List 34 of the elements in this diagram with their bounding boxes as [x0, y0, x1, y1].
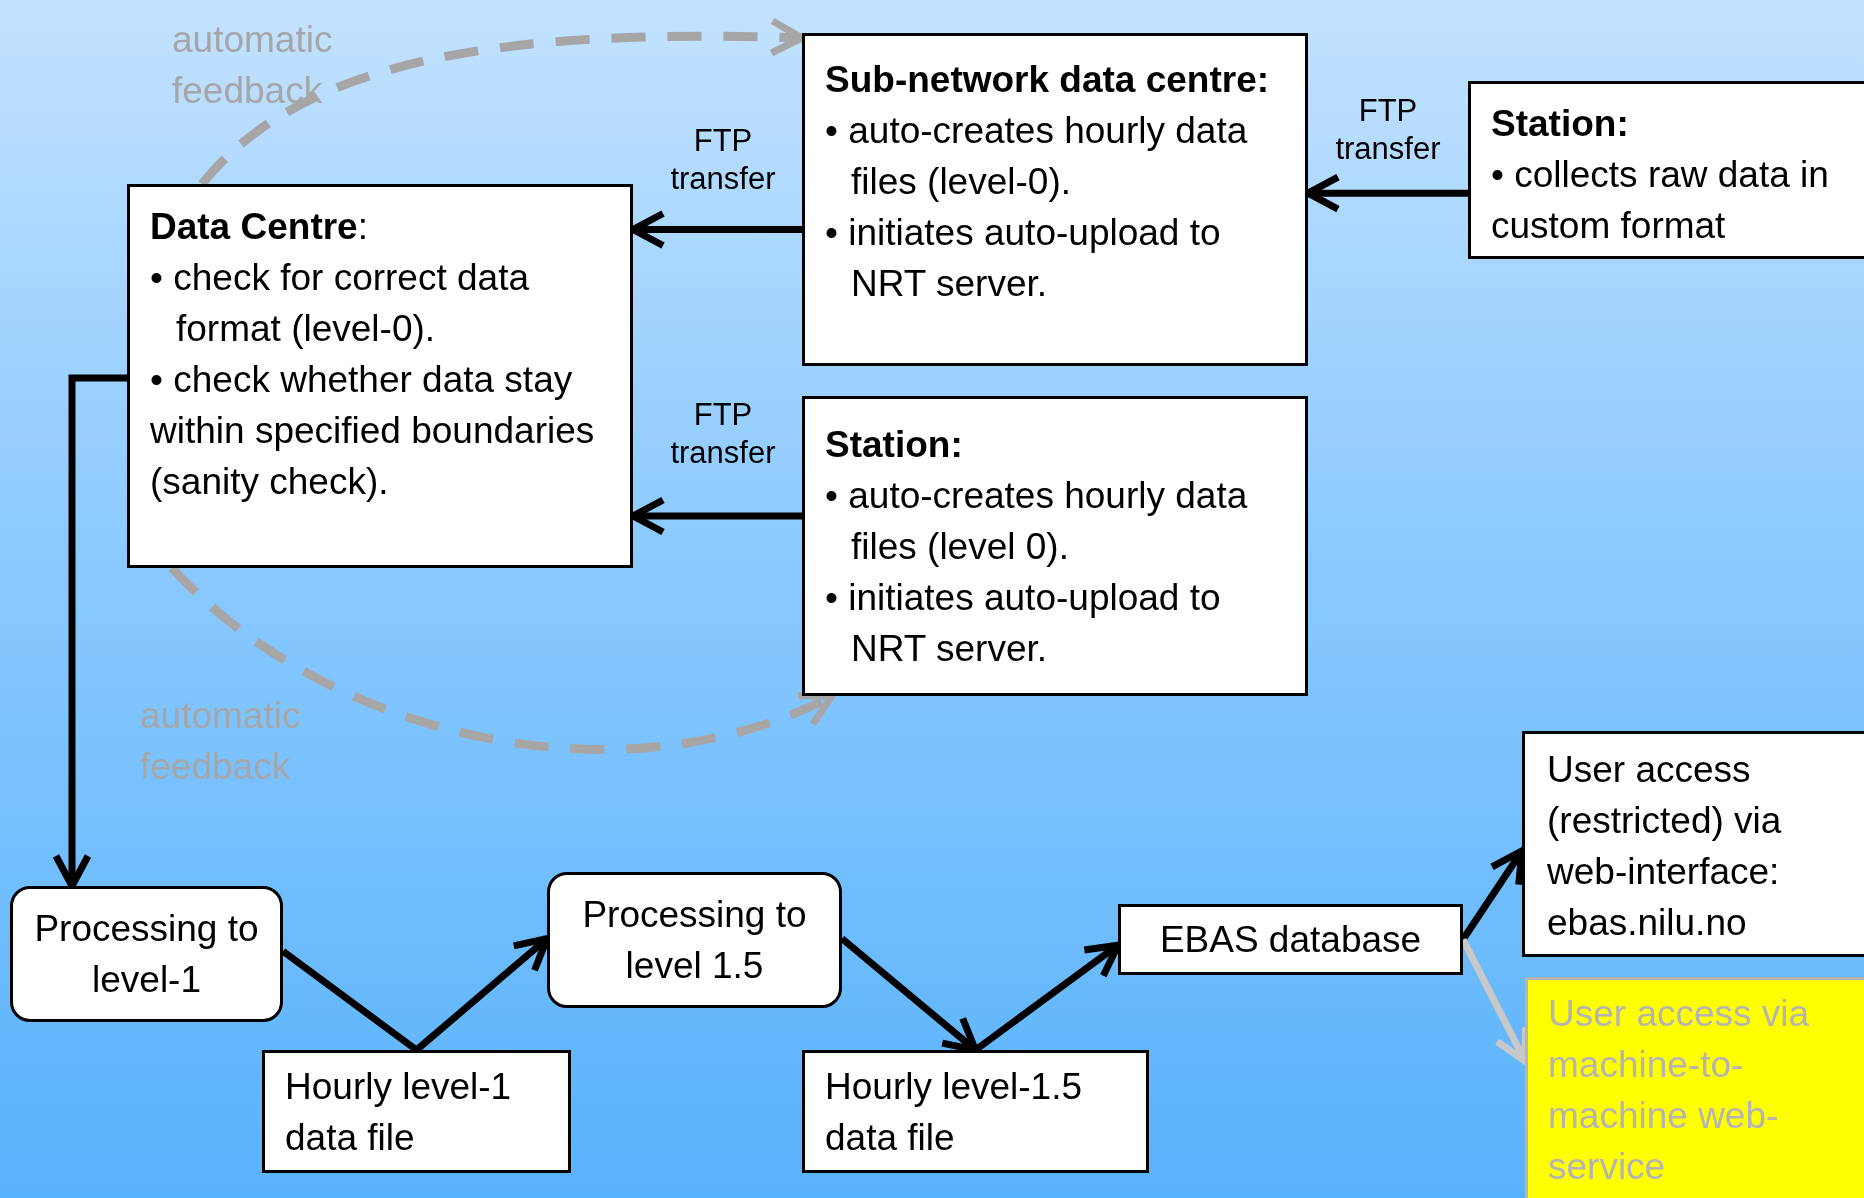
edge-label: FTP transfer: [669, 396, 777, 472]
bullet-text: • initiates auto-upload to NRT server.: [825, 211, 1222, 306]
bullet-text: • auto-creates hourly data files (level 0).: [825, 474, 1249, 569]
text-box: [802, 33, 1308, 366]
box-text: Processing to level 1.5: [581, 893, 808, 988]
text-box: [1118, 904, 1463, 975]
text-box: [802, 1050, 1149, 1173]
process-box: [547, 872, 842, 1008]
text-box: [1525, 977, 1864, 1198]
bullet-text: • auto-creates hourly data files (level-0).: [825, 109, 1249, 204]
edge-label: automatic feedback: [172, 18, 334, 113]
box-heading: Sub-network data centre:: [825, 58, 1271, 102]
box-text: EBAS database: [1158, 918, 1423, 962]
process-box: [10, 886, 283, 1022]
box-heading: Data Centre:: [150, 205, 369, 249]
box-text: User access (restricted) via web-interface: ebas.nilu.no: [1547, 748, 1783, 945]
box-text: User access via machine-to-machine web-service: [1548, 992, 1811, 1189]
text-box: [1522, 731, 1864, 957]
box-text: Hourly level-1.5 data file: [825, 1065, 1084, 1160]
text-box: [1468, 81, 1864, 259]
bullet-text: • check whether data stay within specified boundaries (sanity check).: [150, 358, 596, 504]
edge-label: FTP transfer: [1334, 92, 1442, 168]
bullet-text: • collects raw data in custom format: [1491, 153, 1830, 248]
bullet-text: • initiates auto-upload to NRT server.: [825, 576, 1222, 671]
text-box: [127, 184, 633, 568]
box-heading: Station:: [1491, 102, 1630, 146]
box-heading: Station:: [825, 423, 964, 467]
text-box: [802, 396, 1308, 696]
box-text: Processing to level-1: [33, 907, 260, 1002]
bullet-text: • check for correct data format (level-0).: [150, 256, 530, 351]
text-box: [262, 1050, 571, 1173]
edge-label: FTP transfer: [669, 122, 777, 198]
edge-label: automatic feedback: [140, 694, 302, 789]
box-text: Hourly level-1 data file: [285, 1065, 513, 1160]
